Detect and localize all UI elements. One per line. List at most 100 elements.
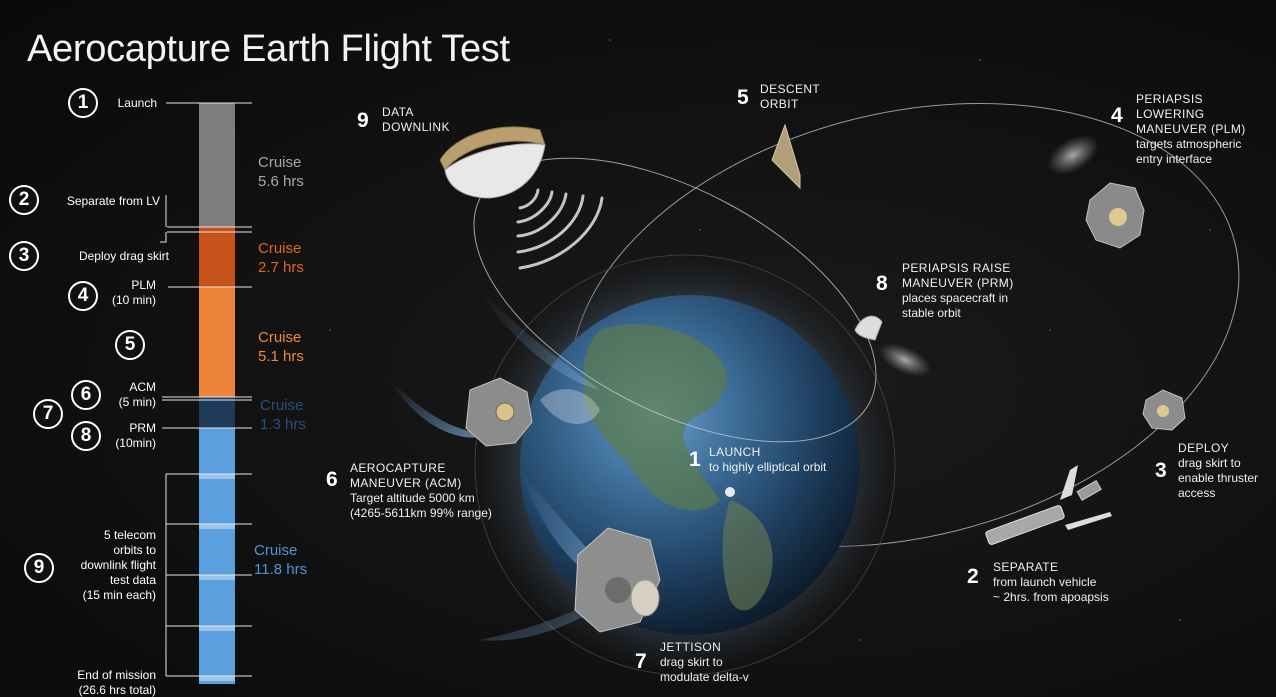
timeline-label-separate: Separate from LV — [66, 194, 160, 208]
prm-label: PRM — [129, 421, 156, 435]
step-8-desc-1: places spacecraft in — [902, 291, 1009, 305]
timeline-label-telecom: 5 telecom orbits to downlink flight test… — [81, 528, 156, 603]
step-7-desc-1: drag skirt to — [660, 655, 723, 669]
segment-cruise-3 — [199, 287, 235, 397]
step-3-number: 3 — [1155, 459, 1167, 482]
timeline-marker-9: 9 — [24, 553, 54, 583]
step-8-text: PERIAPSIS RAISE MANEUVER (PRM) places sp… — [902, 261, 1014, 321]
telecom-line-1: 5 telecom — [103, 528, 156, 542]
cruise-2-duration: 2.7 hrs — [258, 259, 304, 276]
page-title: Aerocapture Earth Flight Test — [27, 28, 510, 70]
step-5-title-1: DESCENT — [760, 82, 821, 96]
step-7-number: 7 — [635, 650, 647, 673]
acm-duration: (5 min) — [118, 395, 156, 409]
timeline-marker-6: 6 — [71, 380, 101, 410]
step-4-desc-2: entry interface — [1136, 152, 1213, 166]
segment-cruise-5 — [199, 428, 235, 684]
step-3-title: DEPLOY — [1178, 441, 1230, 455]
cruise-label-2: Cruise 2.7 hrs — [258, 239, 304, 277]
timeline-label-prm: PRM (10min) — [115, 421, 156, 451]
step-4-title-2: LOWERING — [1136, 107, 1205, 121]
cruise-5-duration: 11.8 hrs — [254, 561, 308, 578]
step-8-title-2: MANEUVER (PRM) — [902, 276, 1014, 290]
timeline-marker-2: 2 — [9, 185, 39, 215]
spacecraft-downlink — [439, 126, 546, 199]
timeline-marker-1: 1 — [68, 88, 98, 118]
step-1-desc: to highly elliptical orbit — [709, 460, 827, 474]
telecom-line-2: orbits to — [113, 543, 156, 557]
cruise-label-1: Cruise 5.6 hrs — [258, 153, 304, 191]
plm-label: PLM — [131, 278, 156, 292]
timeline-marker-5: 5 — [115, 330, 145, 360]
step-4-title-3: MANEUVER (PLM) — [1136, 122, 1246, 136]
step-5-title-2: ORBIT — [760, 97, 799, 111]
stars — [329, 39, 1211, 641]
step-4-number: 4 — [1111, 104, 1123, 127]
step-6-title-2: MANEUVER (ACM) — [350, 476, 462, 490]
step-2-desc-2: ~ 2hrs. from apoapsis — [993, 590, 1109, 604]
cruise-1-text: Cruise — [258, 154, 302, 171]
telecom-line-4: test data — [109, 573, 156, 587]
end-label: End of mission — [77, 668, 156, 682]
timeline-label-deploy: Deploy drag skirt — [78, 249, 169, 263]
cruise-5-text: Cruise — [254, 542, 298, 559]
step-6-title-1: AEROCAPTURE — [350, 461, 446, 475]
timeline-bar — [160, 102, 252, 684]
timeline-marker-7: 7 — [33, 399, 63, 429]
step-3-desc-1: drag skirt to — [1178, 456, 1241, 470]
timeline-marker-3: 3 — [9, 241, 39, 271]
step-9-title-2: DOWNLINK — [382, 120, 450, 134]
prm-duration: (10min) — [115, 436, 156, 450]
step-9-title-1: DATA — [382, 105, 414, 119]
launch-vehicle — [985, 465, 1112, 545]
telecom-line-3: downlink flight — [80, 558, 156, 572]
step-9-text: DATA DOWNLINK — [382, 105, 450, 135]
step-8-desc-2: stable orbit — [902, 306, 961, 320]
segment-cruise-2 — [199, 227, 235, 287]
step-7-text: JETTISON drag skirt to modulate delta-v — [660, 640, 749, 685]
end-total: (26.6 hrs total) — [78, 683, 156, 697]
step-7-desc-2: modulate delta-v — [660, 670, 749, 684]
step-2-text: SEPARATE from launch vehicle ~ 2hrs. fro… — [993, 560, 1109, 605]
step-2-title: SEPARATE — [993, 560, 1059, 574]
acm-label: ACM — [129, 380, 156, 394]
spacecraft-descent — [771, 123, 801, 190]
step-5-text: DESCENT ORBIT — [760, 82, 820, 112]
cruise-label-5: Cruise 11.8 hrs — [254, 541, 307, 579]
step-8-number: 8 — [876, 272, 888, 295]
step-3-desc-3: access — [1178, 486, 1216, 500]
step-1-title: LAUNCH — [709, 445, 761, 459]
step-1-number: 1 — [689, 448, 701, 471]
step-3-desc-2: enable thruster — [1178, 471, 1259, 485]
step-4-title-1: PERIAPSIS — [1136, 92, 1203, 106]
step-9-number: 9 — [357, 109, 369, 132]
step-1-text: LAUNCH to highly elliptical orbit — [709, 445, 826, 475]
spacecraft-prm — [854, 315, 883, 341]
cruise-1-duration: 5.6 hrs — [258, 173, 304, 190]
signal-waves — [516, 188, 604, 270]
step-6-number: 6 — [326, 468, 338, 491]
cruise-2-text: Cruise — [258, 240, 302, 257]
telecom-line-5: (15 min each) — [82, 588, 156, 602]
step-6-text: AEROCAPTURE MANEUVER (ACM) Target altitu… — [350, 461, 492, 521]
segment-cruise-4 — [199, 397, 235, 428]
cruise-3-text: Cruise — [258, 329, 302, 346]
timeline-marker-4: 4 — [68, 281, 98, 311]
step-5-number: 5 — [737, 86, 749, 109]
step-4-text: PERIAPSIS LOWERING MANEUVER (PLM) target… — [1136, 92, 1246, 167]
timeline-label-acm: ACM (5 min) — [119, 380, 156, 410]
cruise-label-3: Cruise 5.1 hrs — [258, 328, 304, 366]
cruise-label-4: Cruise 1.3 hrs — [260, 396, 306, 434]
cruise-4-text: Cruise — [260, 397, 304, 414]
plm-duration: (10 min) — [111, 293, 156, 307]
timeline-label-end: End of mission (26.6 hrs total) — [77, 668, 156, 697]
timeline-label-launch: Launch — [117, 96, 157, 110]
step-6-desc-1: Target altitude 5000 km — [350, 491, 475, 505]
cruise-3-duration: 5.1 hrs — [258, 348, 304, 365]
step-8-title-1: PERIAPSIS RAISE — [902, 261, 1011, 275]
step-6-desc-2: (4265-5611km 99% range) — [350, 506, 492, 520]
step-2-number: 2 — [967, 565, 979, 588]
segment-cruise-1 — [199, 103, 235, 227]
